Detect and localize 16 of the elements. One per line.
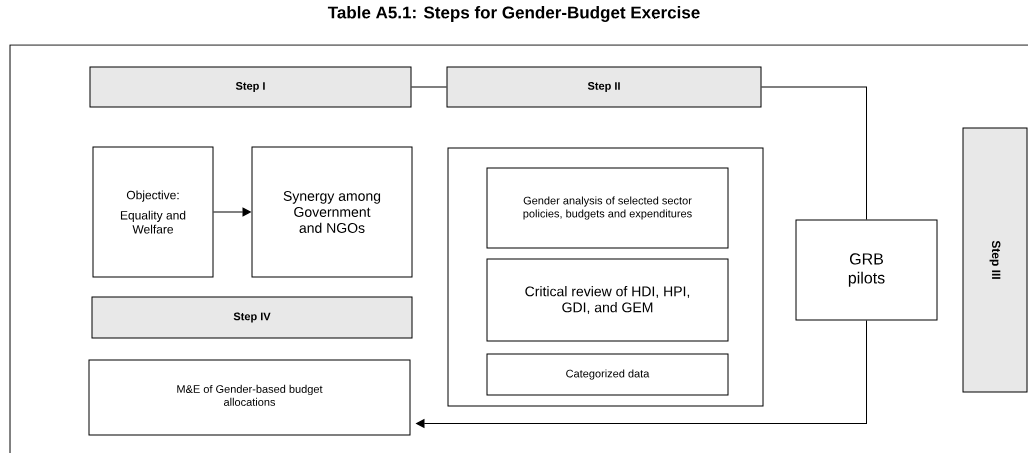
connector — [761, 86, 867, 220]
objective-box: Objective: Equality and Welfare — [92, 146, 214, 278]
step-bar: Step I — [89, 66, 412, 108]
title: Table A5.1: Steps for Gender-Budget Exercise — [327, 6, 700, 22]
process-box: Gender analysis of selected sector policies, budgets and expenditures — [486, 167, 729, 249]
connector — [411, 86, 447, 88]
step-bar: Step III — [962, 127, 1028, 393]
process-box: GRB pilots — [795, 219, 938, 321]
connector — [416, 320, 867, 428]
process-box: Synergy among Government and NGOs — [251, 146, 413, 278]
process-box: Categorized data — [486, 353, 729, 396]
connector — [213, 207, 251, 217]
process-box: Critical review of HDI, HPI, GDI, and GEM — [486, 258, 729, 342]
process-box: M&E of Gender-based budget allocations — [88, 359, 411, 436]
step-bar: Step II — [446, 66, 762, 108]
step-bar: Step IV — [91, 296, 413, 339]
